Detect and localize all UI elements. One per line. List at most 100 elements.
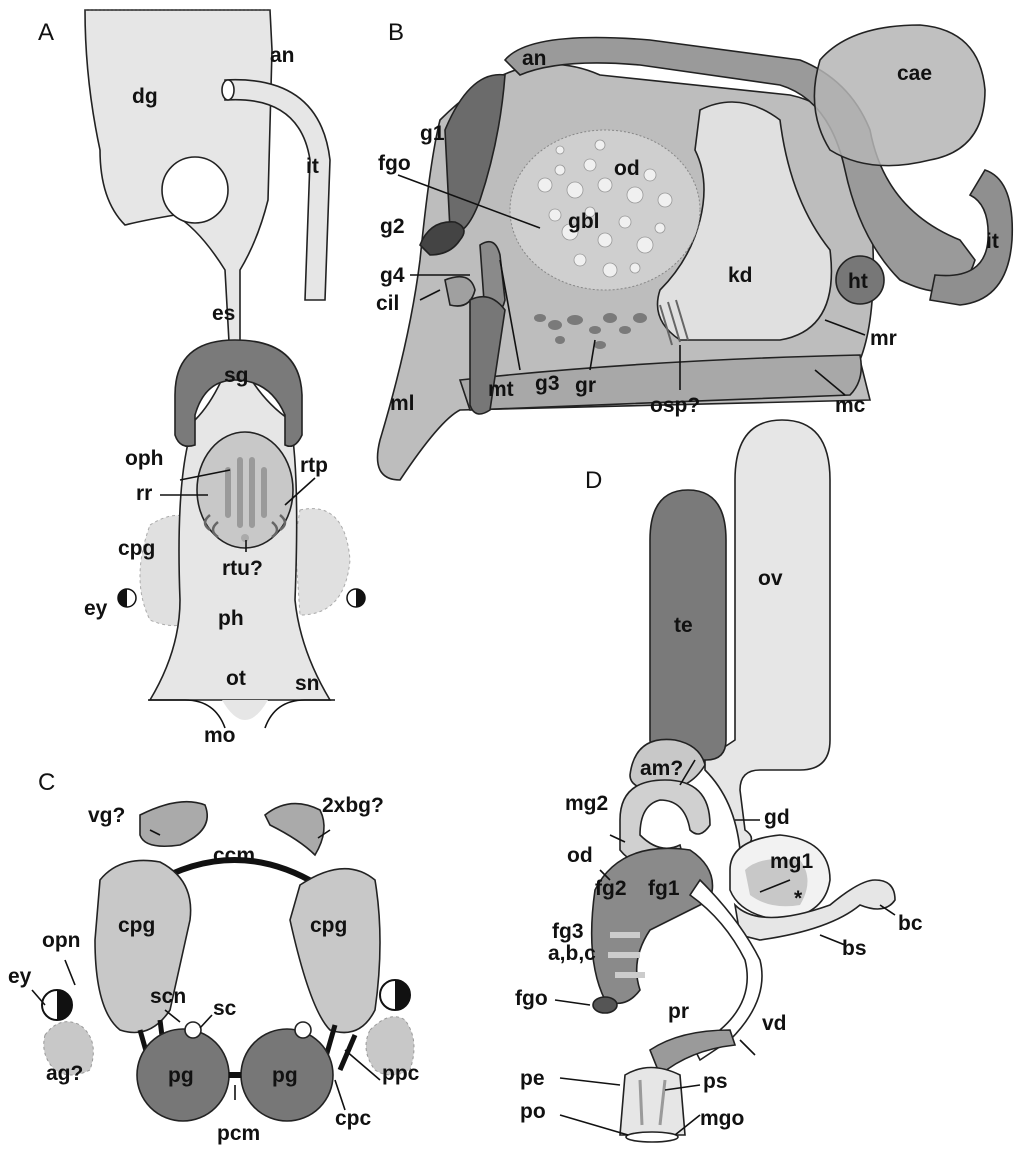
- statocyst-left-shape: [185, 1022, 201, 1038]
- label-g4: g4: [380, 264, 405, 287]
- label-ppc: ppc: [382, 1062, 420, 1085]
- label-oph: oph: [125, 447, 163, 470]
- eye-right-c-icon: [380, 980, 410, 1010]
- label-an-a: an: [270, 44, 295, 67]
- panel-a-letter: A: [38, 19, 54, 46]
- radula-tube-shape: [241, 534, 249, 542]
- po-leader: [560, 1115, 628, 1135]
- label-rr: rr: [136, 482, 152, 505]
- label-mc: mc: [835, 394, 866, 417]
- penis-shape: [620, 1068, 685, 1136]
- label-ml: ml: [390, 392, 415, 415]
- pe-leader: [560, 1078, 620, 1085]
- label-star: *: [794, 887, 803, 910]
- label-an-b: an: [522, 47, 547, 70]
- penis-opening-shape: [626, 1132, 678, 1142]
- eye-left-c-icon: [42, 990, 72, 1020]
- label-rtp: rtp: [300, 454, 328, 477]
- bg-shape: [265, 804, 324, 855]
- cpg-right-shape: [295, 509, 350, 615]
- label-gd: gd: [764, 806, 790, 829]
- label-fg3: fg3: [552, 920, 584, 943]
- label-g1: g1: [420, 122, 445, 145]
- label-g3: g3: [535, 372, 560, 395]
- label-dg: dg: [132, 85, 158, 108]
- label-bc: bc: [898, 912, 923, 935]
- panel-b-letter: B: [388, 19, 404, 46]
- label-fgo-b: fgo: [378, 152, 411, 175]
- label-ey-c: ey: [8, 965, 32, 988]
- label-ey-a: ey: [84, 597, 108, 620]
- label-te: te: [674, 614, 693, 637]
- label-sn: sn: [295, 672, 320, 695]
- label-cae: cae: [897, 62, 932, 85]
- label-cpg-cl: cpg: [118, 914, 155, 937]
- fgo-d-shape: [593, 997, 617, 1013]
- label-ph: ph: [218, 607, 244, 630]
- label-bg: 2xbg?: [322, 794, 384, 817]
- panel-d-letter: D: [585, 467, 602, 494]
- label-mg1: mg1: [770, 850, 814, 873]
- label-pr: pr: [668, 1000, 689, 1023]
- label-mg2: mg2: [565, 792, 608, 815]
- label-fgo-d: fgo: [515, 987, 548, 1010]
- label-ht: ht: [848, 270, 868, 293]
- eye-right-icon: [347, 589, 365, 607]
- label-pg-r: pg: [272, 1064, 298, 1087]
- label-pe: pe: [520, 1067, 545, 1090]
- label-vd: vd: [762, 1012, 787, 1035]
- label-gbl: gbl: [568, 210, 600, 233]
- cpc-leader: [335, 1080, 345, 1110]
- panel-a: A a: [38, 10, 365, 747]
- label-cpc: cpc: [335, 1107, 372, 1130]
- intestine-opening-shape: [222, 80, 234, 100]
- vg-shape: [140, 802, 207, 847]
- eye-left-icon: [118, 589, 136, 607]
- panel-c: C vg? 2xbg? ccm opn: [8, 769, 420, 1145]
- label-mt: mt: [488, 378, 514, 401]
- label-scn: scn: [150, 985, 186, 1008]
- label-rtu: rtu?: [222, 557, 263, 580]
- label-kd: kd: [728, 264, 753, 287]
- sc-leader: [200, 1015, 212, 1028]
- opn-leader: [65, 960, 75, 985]
- caecum-shape: [814, 25, 985, 166]
- label-g2: g2: [380, 215, 405, 238]
- label-ov: ov: [758, 567, 783, 590]
- label-od-b: od: [614, 157, 640, 180]
- label-abc: a,b,c: [548, 942, 596, 965]
- label-fg1: fg1: [648, 877, 680, 900]
- label-bs: bs: [842, 937, 867, 960]
- label-sc: sc: [213, 997, 237, 1020]
- label-es: es: [212, 302, 235, 325]
- label-mr: mr: [870, 327, 897, 350]
- label-pcm: pcm: [217, 1122, 260, 1145]
- cpg-right-c-shape: [290, 869, 380, 1033]
- scn-leader: [165, 1010, 180, 1022]
- label-fg2: fg2: [595, 877, 627, 900]
- label-po: po: [520, 1100, 546, 1123]
- panel-d: D te ov: [515, 420, 923, 1142]
- label-ag: ag?: [46, 1062, 83, 1085]
- label-ot: ot: [226, 667, 246, 690]
- label-cpg-a: cpg: [118, 537, 155, 560]
- label-it-a: it: [306, 155, 319, 178]
- vd-leader: [740, 1040, 755, 1055]
- oral-tube-shape: [222, 700, 268, 720]
- label-od-d: od: [567, 844, 593, 867]
- label-am: am?: [640, 757, 683, 780]
- label-osp: osp?: [650, 394, 700, 417]
- panel-b: B: [376, 19, 1012, 480]
- panel-c-letter: C: [38, 769, 55, 796]
- fgo-d-leader: [555, 1000, 590, 1005]
- label-mo: mo: [204, 724, 236, 747]
- label-it-b: it: [986, 230, 999, 253]
- gland-hole-shape: [162, 157, 228, 223]
- label-ccm: ccm: [213, 844, 255, 867]
- label-cpg-cr: cpg: [310, 914, 347, 937]
- label-sg: sg: [224, 364, 249, 387]
- pharynx-bulb-shape: [197, 432, 293, 548]
- statocyst-right-shape: [295, 1022, 311, 1038]
- label-gr: gr: [575, 374, 596, 397]
